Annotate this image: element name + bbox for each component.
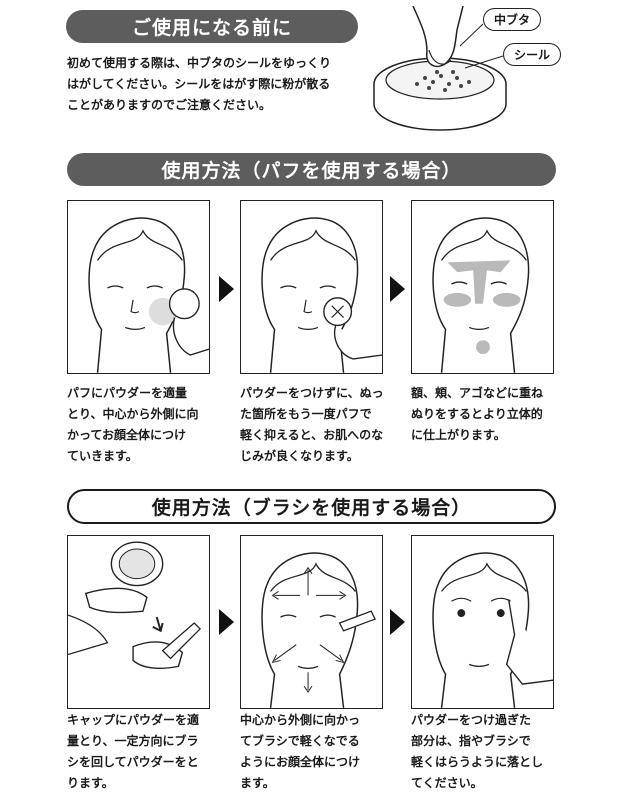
puff-title: 使用方法（パフを使用する場合） (161, 160, 462, 182)
intro-body: 初めて使用する際は、中ブタのシールをゆっくり はがしてください。シールをはがす際… (67, 56, 332, 112)
brush-step-1-text: キャップにパウダーを適 量とり、一定方向にブラ シを回してパウダーをと ります。 (67, 713, 200, 790)
intro-title-banner: ご使用になる前に (66, 10, 358, 43)
face-finger-dab-drawing (432, 552, 553, 708)
step-arrow (219, 609, 234, 635)
puff-step-3-panel (411, 200, 554, 374)
face-brush-directions-drawing (261, 552, 376, 708)
face-puff-press-drawing (261, 217, 382, 373)
lid-label: 中ブタ (483, 8, 542, 31)
brush-title-banner: 使用方法（ブラシを使用する場合） (67, 489, 556, 524)
brush-step-2-text: 中心から外側に向かっ てブラシで軽くなでる ようにお顔全体につけ ます。 (240, 713, 361, 790)
face-highlight-drawing (432, 217, 530, 373)
puff-title-banner: 使用方法（パフを使用する場合） (67, 153, 556, 186)
seal-label: シール (503, 43, 562, 66)
puff-step-2-text: パウダーをつけずに、ぬっ た箇所をもう一度パフで 軽く抑えると、お肌へのな じみ… (240, 386, 384, 463)
powder-jar-drawing (373, 5, 507, 131)
puff-step-1-panel (67, 200, 210, 374)
puff-step-3-text: 額、頬、アゴなどに重ね ぬりをするとより立体的 に仕上がります。 (411, 386, 544, 442)
intro-title: ご使用になる前に (131, 17, 292, 39)
step-arrow (219, 276, 234, 302)
brush-step-1-panel (67, 535, 210, 709)
lid-label-text: 中ブタ (494, 13, 531, 27)
puff-step-2-panel (240, 200, 383, 374)
brush-step-3-panel (411, 535, 554, 709)
step-arrow (390, 276, 405, 302)
step-arrow (390, 609, 405, 635)
cap-brush-drawing (68, 541, 202, 670)
powder-jar-illustration (365, 5, 545, 136)
brush-step-2-panel (240, 535, 383, 709)
seal-label-text: シール (514, 48, 551, 62)
brush-title: 使用方法（ブラシを使用する場合） (151, 497, 472, 519)
face-puff-apply-drawing (88, 217, 209, 373)
brush-step-3-text: パウダーをつけ過ぎた 部分は、指やブラシで 軽くはらうように落とし てください。 (411, 713, 544, 790)
puff-step-1-text: パフにパウダーを適量 とり、中心から外側に向 かってお顔全体につけ ていきます。 (67, 386, 199, 463)
